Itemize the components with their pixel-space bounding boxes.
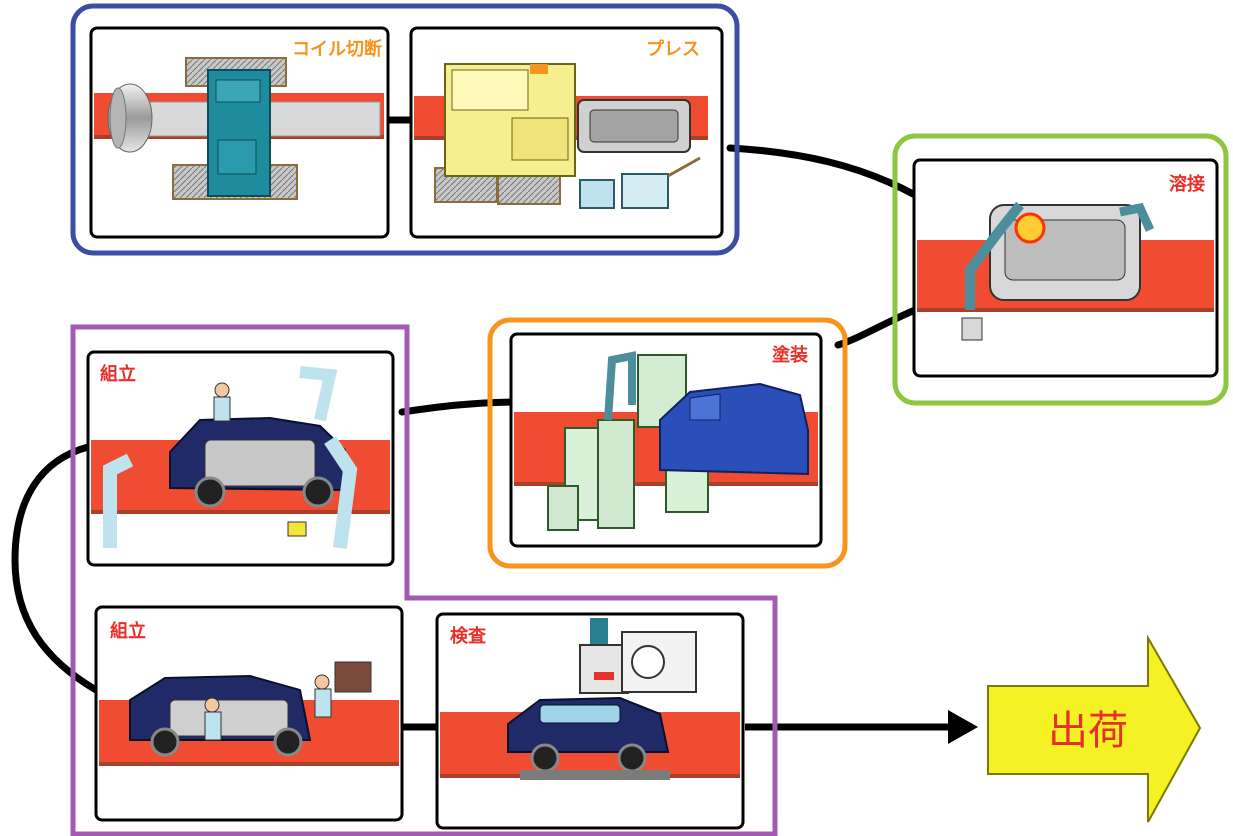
stage-assembly-2	[94, 605, 404, 822]
stage-coil-cutting	[89, 26, 390, 239]
stage-label-welding: 溶接	[1169, 173, 1205, 195]
stage-label-press: プレス	[646, 38, 700, 60]
inspection-console	[579, 644, 629, 694]
stamping-group-frame	[70, 3, 740, 256]
stage-welding	[912, 158, 1219, 378]
gauge-icon	[631, 645, 665, 679]
stage-label-assembly-1: 組立	[100, 363, 136, 385]
flow-arrowhead	[948, 710, 978, 744]
assembly-group-frame	[70, 324, 778, 836]
welding-group-frame	[892, 133, 1229, 406]
stage-assembly-1	[86, 350, 395, 567]
stage-painting	[509, 332, 823, 548]
stage-inspection	[435, 612, 745, 830]
shipment-arrow	[987, 634, 1202, 823]
stage-label-inspection: 検査	[450, 625, 486, 647]
shipment-label: 出荷	[1048, 708, 1128, 754]
painting-group-frame	[487, 317, 848, 569]
stage-label-assembly-2: 組立	[110, 620, 146, 642]
stage-label-coil-cutting: コイル切断	[292, 38, 382, 60]
welding-spark	[1014, 212, 1046, 244]
stage-label-painting: 塗装	[772, 344, 808, 366]
stage-press	[409, 26, 724, 239]
